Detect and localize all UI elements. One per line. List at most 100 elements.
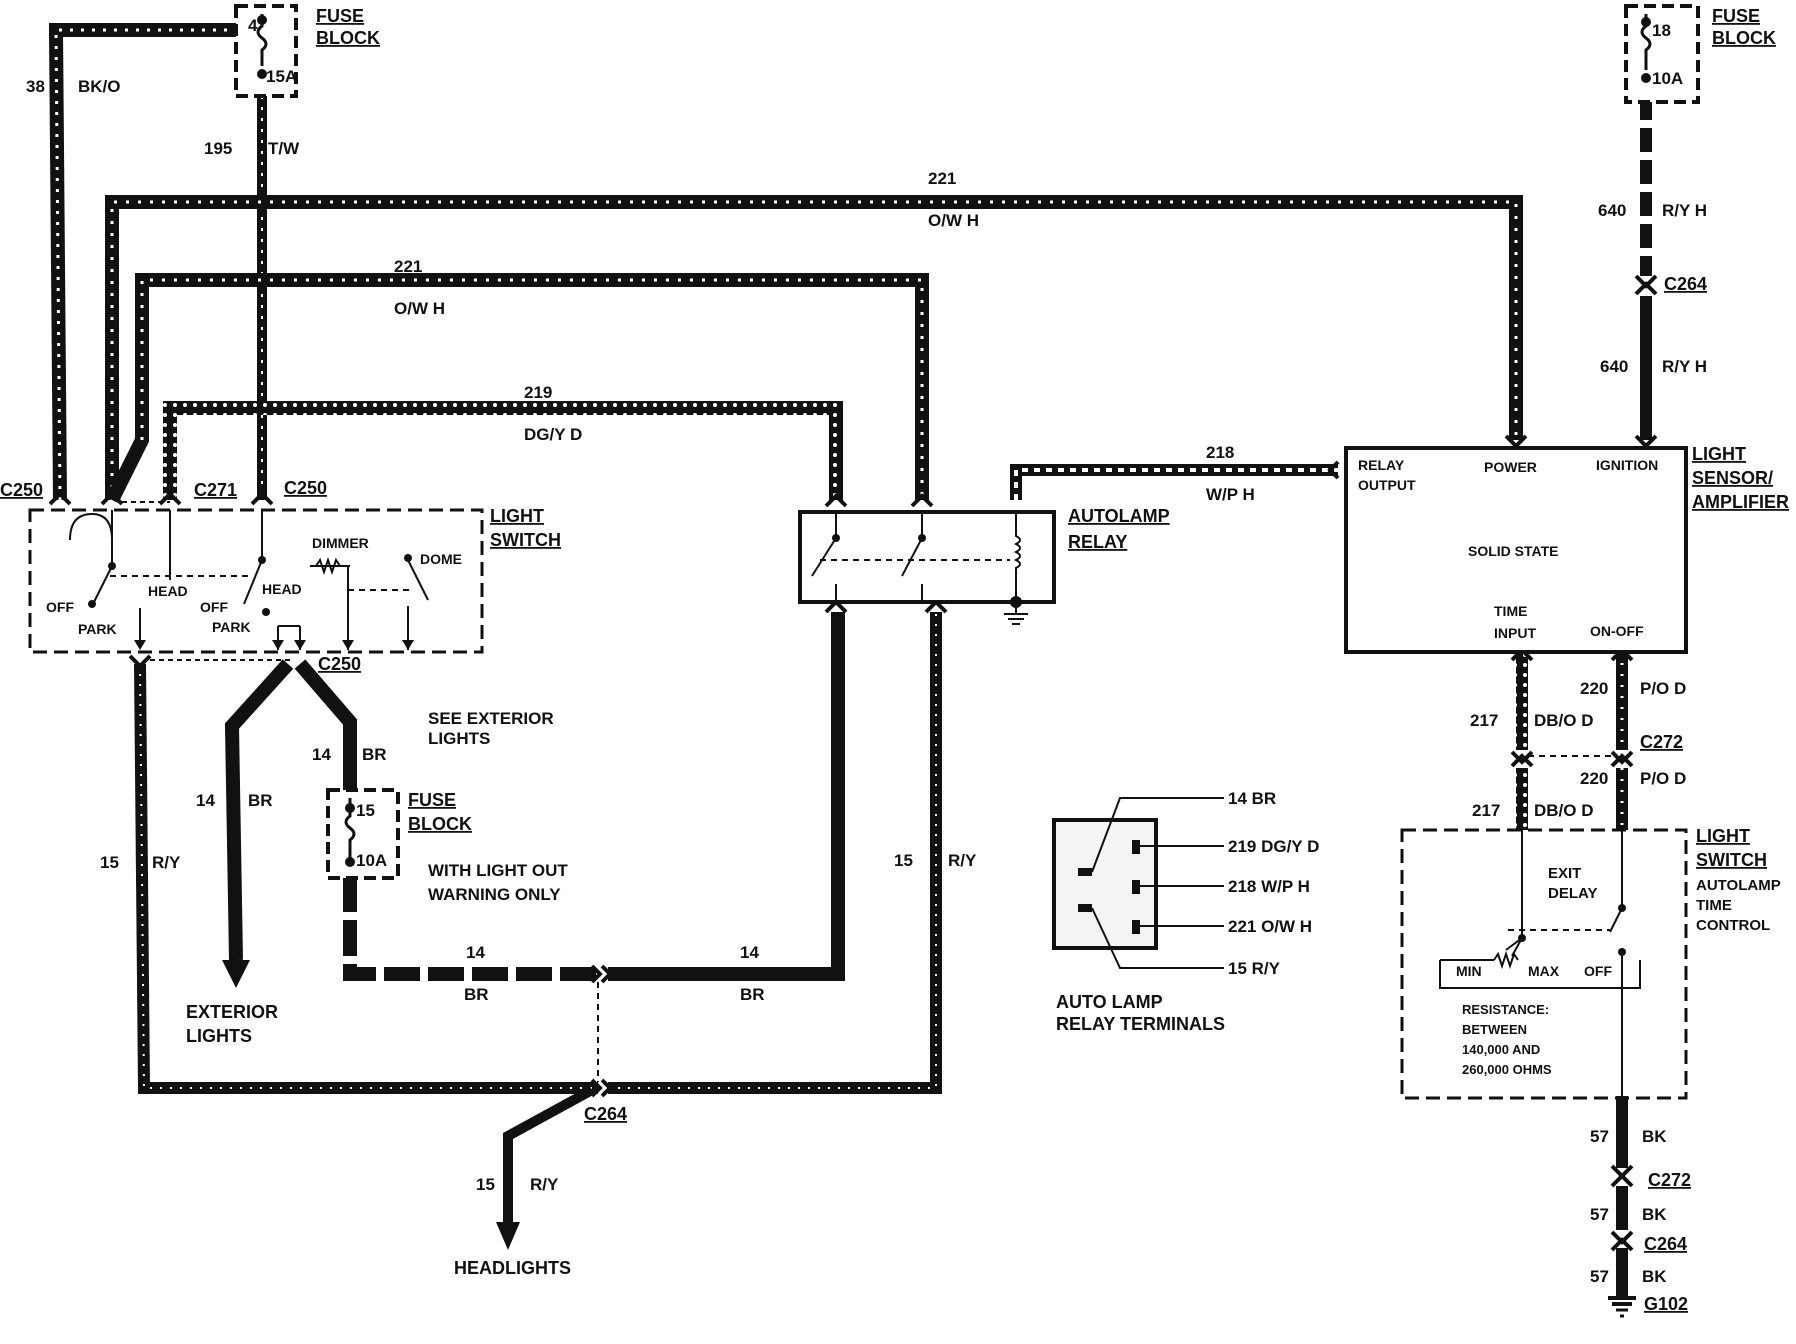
min-label: MIN [1456,963,1482,979]
wire-color: W/P H [1206,485,1255,504]
wire-color: BR [740,985,765,1004]
fuse-block-top-left [234,4,298,98]
terminals-caption: AUTO LAMP [1056,992,1163,1012]
fuse-amps: 15A [266,67,297,86]
time-control-subtitle: AUTOLAMP [1696,877,1781,894]
wire-color: P/O D [1640,679,1686,698]
wire-number: 217 [1472,801,1500,820]
exterior-lights-label: EXTERIOR [186,1002,278,1022]
wire-number: 221 [394,257,422,276]
wire-color: DG/Y D [524,425,582,444]
head-label: HEAD [148,583,188,599]
resistance-note: 260,000 OHMS [1462,1062,1552,1077]
wire-color: BR [248,791,273,810]
connector-label: C264 [1644,1234,1687,1254]
see-exterior-note: LIGHTS [428,729,490,748]
connector-label: C250 [318,654,361,674]
wire-number: 57 [1590,1267,1609,1286]
wire-color: O/W H [394,299,445,318]
wire-number: 57 [1590,1205,1609,1224]
wire-number: 57 [1590,1127,1609,1146]
wire-221-top [105,195,1523,500]
fuse-block-label: FUSE [1712,6,1760,26]
connector-label: C264 [584,1104,627,1124]
wire-number: 195 [204,139,232,158]
fuse-block-label: BLOCK [316,28,380,48]
off-label: OFF [1584,963,1612,979]
wire-number: 14 [740,943,759,962]
exit-delay-label: DELAY [1548,885,1597,902]
wire-color: BK/O [78,77,121,96]
wire-number: 218 [1206,443,1234,462]
light-switch-title: SWITCH [490,530,561,550]
wire-number: 14 [466,943,485,962]
wire-color: R/Y [948,851,977,870]
dome-label: DOME [420,551,462,567]
off-label: OFF [46,599,74,615]
power-label: POWER [1484,459,1537,475]
time-input-label: TIME [1494,603,1527,619]
fuse-block-label: FUSE [316,6,364,26]
resistance-note: 140,000 AND [1462,1042,1540,1057]
dimmer-label: DIMMER [312,535,369,551]
exterior-lights-label: LIGHTS [186,1026,252,1046]
relay-terminals-detail [1052,797,1224,969]
terminal-label: 15 R/Y [1228,959,1281,978]
wire-color: BK [1642,1267,1667,1286]
wire-color: P/O D [1640,769,1686,788]
wire-number: 221 [928,169,956,188]
fuse-number: 15 [356,801,375,820]
wire-color: R/Y H [1662,201,1707,220]
headlights-label: HEADLIGHTS [454,1258,571,1278]
fuse-amps: 10A [1652,69,1683,88]
autolamp-relay-title: AUTOLAMP [1068,506,1170,526]
fuse-block-top-right [1624,4,1700,104]
fuse-number: 18 [1652,21,1671,40]
relay-output-label: RELAY [1358,457,1405,473]
time-control-subtitle: TIME [1696,897,1732,914]
ignition-label: IGNITION [1596,457,1658,473]
warning-note: WARNING ONLY [428,885,561,904]
time-control-title: LIGHT [1696,826,1750,846]
connector-label: C272 [1648,1170,1691,1190]
wire-color: O/W H [928,211,979,230]
connector-label: C272 [1640,732,1683,752]
relay-output-label: OUTPUT [1358,477,1416,493]
head-label: HEAD [262,581,302,597]
wire-number: 220 [1580,769,1608,788]
light-sensor-title: LIGHT [1692,444,1746,464]
light-switch-title: LIGHT [490,506,544,526]
connector-label: C264 [1664,274,1707,294]
fuse-block-label: FUSE [408,790,456,810]
park-label: PARK [78,621,117,637]
wire-number: 640 [1598,201,1626,220]
wire-number: 14 [196,791,215,810]
time-input-label: INPUT [1494,625,1536,641]
fuse-block-label: BLOCK [408,814,472,834]
time-control-subtitle: CONTROL [1696,917,1770,934]
terminal-label: 218 W/P H [1228,877,1310,896]
wire-number: 217 [1470,711,1498,730]
wire-number: 38 [26,77,45,96]
light-sensor-title: AMPLIFIER [1692,492,1789,512]
wire-14-exterior [222,659,294,988]
autolamp-relay-box [798,510,1056,625]
fuse-number: 4 [248,16,258,35]
wire-color: BK [1642,1127,1667,1146]
wire-number: 220 [1580,679,1608,698]
light-sensor-box [1344,446,1688,654]
autolamp-relay-title: RELAY [1068,532,1127,552]
time-control-box [1400,828,1688,1100]
park-label: PARK [212,619,251,635]
time-control-title: SWITCH [1696,850,1767,870]
warning-note: WITH LIGHT OUT [428,861,568,880]
connector-label: C250 [0,480,43,500]
terminal-label: 221 O/W H [1228,917,1312,936]
solid-state-label: SOLID STATE [1468,543,1558,559]
max-label: MAX [1528,963,1560,979]
wire-color: R/Y H [1662,357,1707,376]
on-off-label: ON-OFF [1590,623,1644,639]
wire-number: 219 [524,383,552,402]
light-sensor-title: SENSOR/ [1692,468,1773,488]
